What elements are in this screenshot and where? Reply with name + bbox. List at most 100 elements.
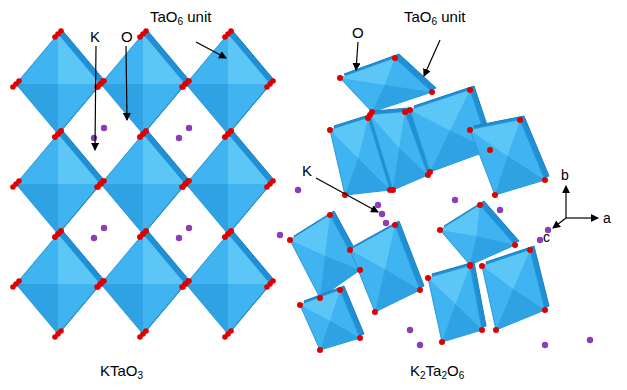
octahedron-face [350, 225, 395, 269]
octahedron-face [16, 284, 58, 334]
octahedron-face [143, 234, 185, 284]
octahedron-face [58, 234, 100, 284]
octahedron-face [375, 269, 420, 312]
oxygen-atom [228, 28, 234, 34]
octahedron-face [58, 134, 100, 184]
potassium-atom [277, 232, 283, 238]
octahedron-face [440, 205, 480, 236]
octahedron-face [143, 134, 185, 184]
oxygen-atom [228, 228, 234, 234]
leader-line [126, 46, 127, 120]
octahedron [16, 234, 100, 334]
oxygen-atom [517, 117, 523, 123]
oxygen-atom [186, 278, 192, 284]
oxygen-atom [101, 278, 107, 284]
atom-label: K [302, 162, 312, 180]
oxygen-atom [143, 128, 149, 134]
oxygen-atom [467, 263, 473, 269]
atom-label: K [90, 28, 100, 46]
octahedron [186, 34, 270, 134]
oxygen-atom [407, 107, 413, 113]
atom-label: O [121, 28, 133, 46]
potassium-atom [383, 220, 389, 226]
atom-label: c [543, 228, 550, 246]
octahedron-face [101, 284, 143, 334]
oxygen-atom [467, 262, 473, 268]
octahedron-face [370, 112, 405, 148]
oxygen-atom [101, 78, 107, 84]
oxygen-atom [439, 339, 445, 345]
octahedron-face [143, 34, 185, 84]
potassium-atom [91, 235, 97, 241]
octahedron [350, 225, 420, 312]
octahedron-face [186, 84, 228, 134]
octahedron-face [228, 234, 270, 284]
oxygen-atom [493, 327, 499, 333]
octahedron [16, 34, 100, 134]
atom-label: a [603, 209, 611, 227]
oxygen-atom [542, 177, 548, 183]
oxygen-atom [429, 89, 435, 95]
potassium-atom [176, 135, 182, 141]
octahedron-face [186, 184, 228, 234]
oxygen-atom [287, 237, 293, 243]
oxygen-atom [357, 335, 363, 341]
leader-line [424, 40, 440, 76]
octahedron-face [442, 304, 482, 342]
oxygen-atom [228, 128, 234, 134]
formula-label: TaO6 unit [150, 8, 211, 26]
octahedron [16, 134, 100, 234]
oxygen-atom [270, 278, 276, 284]
oxygen-atom [467, 127, 473, 133]
potassium-atom [176, 235, 182, 241]
oxygen-atom [479, 327, 485, 333]
potassium-atom [295, 187, 301, 193]
oxygen-atom [186, 78, 192, 84]
oxygen-atom [477, 202, 483, 208]
octahedron-face [410, 90, 470, 131]
oxygen-atom [143, 228, 149, 234]
oxygen-atom [337, 287, 343, 293]
potassium-atom [452, 197, 458, 203]
potassium-atom [91, 135, 97, 141]
octahedron-face [482, 250, 530, 289]
octahedron-face [428, 266, 470, 304]
octahedron-face [290, 215, 330, 256]
octahedron [300, 290, 360, 350]
octahedron-face [345, 158, 390, 195]
octahedron [101, 134, 185, 234]
oxygen-atom [228, 128, 234, 134]
oxygen-atom [527, 247, 533, 253]
leader-line [356, 42, 358, 70]
oxygen-atom [357, 267, 363, 273]
oxygen-atom [186, 178, 192, 184]
octahedron [482, 250, 545, 330]
atom-label: b [561, 166, 569, 184]
octahedron [290, 215, 360, 298]
potassium-atom [542, 342, 548, 348]
oxygen-atom [542, 307, 548, 313]
octahedron [470, 120, 545, 195]
potassium-atom [186, 125, 192, 131]
potassium-atom [101, 125, 107, 131]
oxygen-atom [228, 328, 234, 334]
oxygen-atom [270, 78, 276, 84]
oxygen-atom [417, 287, 423, 293]
potassium-atom [407, 327, 413, 333]
oxygen-atom [327, 212, 333, 218]
octahedron-face [16, 184, 58, 234]
oxygen-atom [487, 147, 493, 153]
oxygen-atom [317, 347, 323, 353]
potassium-atom [497, 207, 503, 213]
oxygen-atom [16, 278, 22, 284]
oxygen-atom [467, 87, 473, 93]
oxygen-atom [347, 247, 353, 253]
oxygen-atom [297, 302, 303, 308]
oxygen-atom [337, 75, 343, 81]
leader-line [316, 178, 378, 212]
oxygen-atom [58, 128, 64, 134]
oxygen-atom [392, 222, 398, 228]
leader-line [95, 46, 96, 150]
octahedron-face [496, 289, 545, 330]
